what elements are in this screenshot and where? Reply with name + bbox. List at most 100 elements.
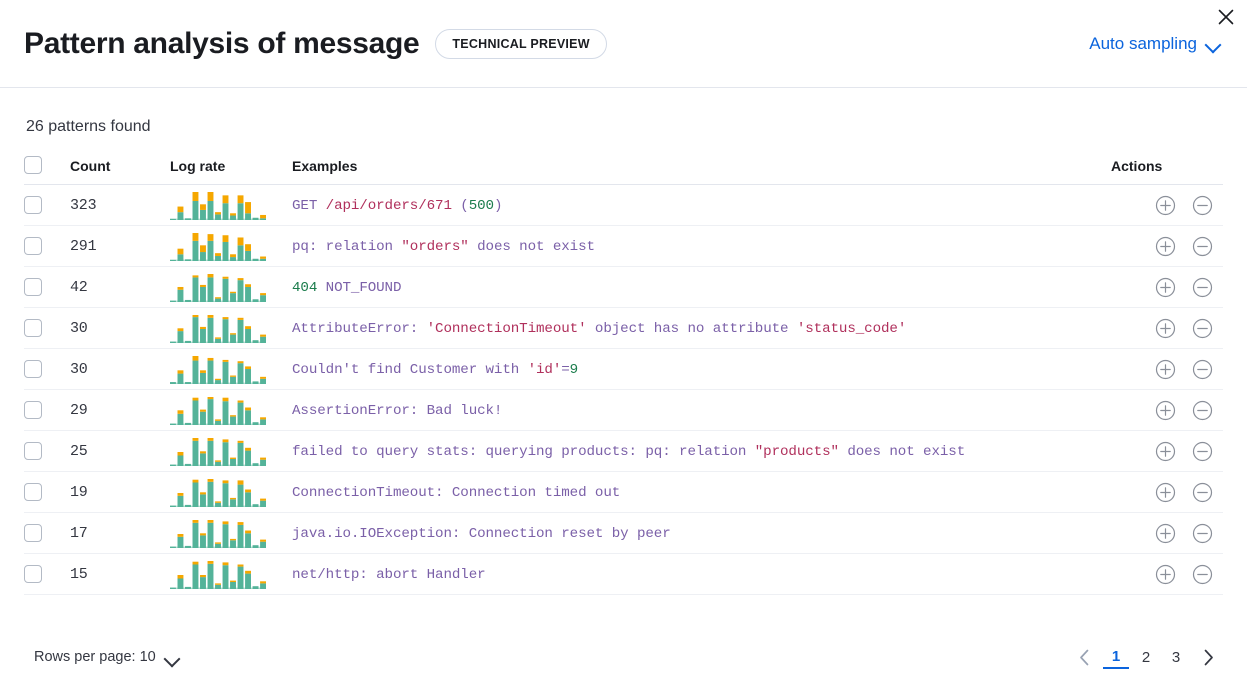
table-row[interactable]: 291 pq: relation "orders" does not exist bbox=[24, 225, 1223, 267]
circle-minus-icon[interactable] bbox=[1192, 441, 1213, 462]
table-row[interactable]: 30 AttributeError: 'ConnectionTimeout' ob… bbox=[24, 307, 1223, 349]
row-actions-cell bbox=[1111, 512, 1223, 554]
row-count: 29 bbox=[70, 402, 88, 419]
row-select-cell bbox=[24, 266, 70, 308]
row-count: 25 bbox=[70, 443, 88, 460]
rows-per-page-selector[interactable]: Rows per page: 10 bbox=[34, 649, 179, 665]
circle-minus-icon[interactable] bbox=[1192, 523, 1213, 544]
chevron-down-icon bbox=[1206, 39, 1221, 48]
circle-plus-icon[interactable] bbox=[1155, 523, 1176, 544]
log-rate-sparkline bbox=[170, 518, 292, 548]
circle-plus-icon[interactable] bbox=[1155, 482, 1176, 503]
row-example-text: Couldn't find Customer with 'id'=9 bbox=[292, 362, 579, 378]
row-checkbox[interactable] bbox=[24, 278, 42, 296]
row-checkbox[interactable] bbox=[24, 565, 42, 583]
row-example-text: net/http: abort Handler bbox=[292, 567, 486, 583]
row-example-cell: Couldn't find Customer with 'id'=9 bbox=[292, 348, 1111, 390]
circle-plus-icon[interactable] bbox=[1155, 236, 1176, 257]
circle-plus-icon[interactable] bbox=[1155, 564, 1176, 585]
row-count: 30 bbox=[70, 361, 88, 378]
row-checkbox[interactable] bbox=[24, 524, 42, 542]
page-number-2[interactable]: 2 bbox=[1141, 648, 1151, 666]
row-checkbox[interactable] bbox=[24, 442, 42, 460]
row-example-text: pq: relation "orders" does not exist bbox=[292, 239, 595, 255]
circle-minus-icon[interactable] bbox=[1192, 195, 1213, 216]
circle-minus-icon[interactable] bbox=[1192, 277, 1213, 298]
row-count: 19 bbox=[70, 484, 88, 501]
log-rate-sparkline bbox=[170, 190, 292, 220]
circle-plus-icon[interactable] bbox=[1155, 195, 1176, 216]
auto-sampling-dropdown[interactable]: Auto sampling bbox=[1089, 34, 1223, 54]
table-row[interactable]: 15 net/http: abort Handler bbox=[24, 553, 1223, 595]
column-header-log-rate: Log rate bbox=[170, 156, 292, 185]
log-rate-sparkline bbox=[170, 395, 292, 425]
row-select-cell bbox=[24, 389, 70, 431]
row-log-rate-cell bbox=[170, 430, 292, 472]
flyout-header: Pattern analysis of message TECHNICAL PR… bbox=[0, 0, 1247, 88]
table-row[interactable]: 29 AssertionError: Bad luck! bbox=[24, 389, 1223, 431]
log-rate-sparkline bbox=[170, 477, 292, 507]
row-example-text: GET /api/orders/671 (500) bbox=[292, 198, 503, 214]
row-count-cell: 291 bbox=[70, 225, 170, 267]
circle-minus-icon[interactable] bbox=[1192, 359, 1213, 380]
row-checkbox[interactable] bbox=[24, 319, 42, 337]
table-header-row: Count Log rate Examples Actions bbox=[24, 156, 1223, 185]
auto-sampling-label: Auto sampling bbox=[1089, 33, 1197, 53]
row-actions-cell bbox=[1111, 225, 1223, 267]
circle-minus-icon[interactable] bbox=[1192, 564, 1213, 585]
row-actions-cell bbox=[1111, 389, 1223, 431]
patterns-found-count: 26 patterns found bbox=[26, 118, 151, 135]
page-number-3[interactable]: 3 bbox=[1171, 648, 1181, 666]
row-select-cell bbox=[24, 512, 70, 554]
row-actions-cell bbox=[1111, 430, 1223, 472]
column-header-examples: Examples bbox=[292, 156, 1111, 185]
row-example-text: failed to query stats: querying products… bbox=[292, 444, 966, 460]
circle-minus-icon[interactable] bbox=[1192, 400, 1213, 421]
row-count-cell: 30 bbox=[70, 307, 170, 349]
log-rate-sparkline bbox=[170, 272, 292, 302]
log-rate-sparkline bbox=[170, 354, 292, 384]
row-checkbox[interactable] bbox=[24, 196, 42, 214]
row-example-cell: AttributeError: 'ConnectionTimeout' obje… bbox=[292, 307, 1111, 349]
log-rate-sparkline bbox=[170, 313, 292, 343]
close-icon[interactable] bbox=[1213, 4, 1239, 30]
row-checkbox[interactable] bbox=[24, 483, 42, 501]
row-checkbox[interactable] bbox=[24, 237, 42, 255]
row-log-rate-cell bbox=[170, 512, 292, 554]
chevron-right-icon[interactable] bbox=[1193, 642, 1223, 672]
page-number-1[interactable]: 1 bbox=[1103, 645, 1129, 669]
table-row[interactable]: 25 failed to query stats: querying produc… bbox=[24, 430, 1223, 472]
circle-plus-icon[interactable] bbox=[1155, 359, 1176, 380]
row-checkbox[interactable] bbox=[24, 401, 42, 419]
circle-plus-icon[interactable] bbox=[1155, 277, 1176, 298]
row-count-cell: 15 bbox=[70, 553, 170, 595]
circle-minus-icon[interactable] bbox=[1192, 236, 1213, 257]
circle-minus-icon[interactable] bbox=[1192, 318, 1213, 339]
row-count-cell: 19 bbox=[70, 471, 170, 513]
log-rate-sparkline bbox=[170, 559, 292, 589]
select-all-header bbox=[24, 156, 70, 185]
row-actions-cell bbox=[1111, 348, 1223, 390]
circle-minus-icon[interactable] bbox=[1192, 482, 1213, 503]
table-header: Count Log rate Examples Actions bbox=[24, 156, 1223, 185]
row-log-rate-cell bbox=[170, 348, 292, 390]
technical-preview-badge: TECHNICAL PREVIEW bbox=[435, 28, 607, 59]
row-example-cell: pq: relation "orders" does not exist bbox=[292, 225, 1111, 267]
row-select-cell bbox=[24, 553, 70, 595]
table-row[interactable]: 30 Couldn't find Customer with 'id'=9 bbox=[24, 348, 1223, 390]
circle-plus-icon[interactable] bbox=[1155, 318, 1176, 339]
row-example-cell: AssertionError: Bad luck! bbox=[292, 389, 1111, 431]
select-all-checkbox[interactable] bbox=[24, 156, 42, 174]
chevron-left-icon[interactable] bbox=[1069, 642, 1099, 672]
circle-plus-icon[interactable] bbox=[1155, 400, 1176, 421]
row-checkbox[interactable] bbox=[24, 360, 42, 378]
log-rate-sparkline bbox=[170, 436, 292, 466]
circle-plus-icon[interactable] bbox=[1155, 441, 1176, 462]
